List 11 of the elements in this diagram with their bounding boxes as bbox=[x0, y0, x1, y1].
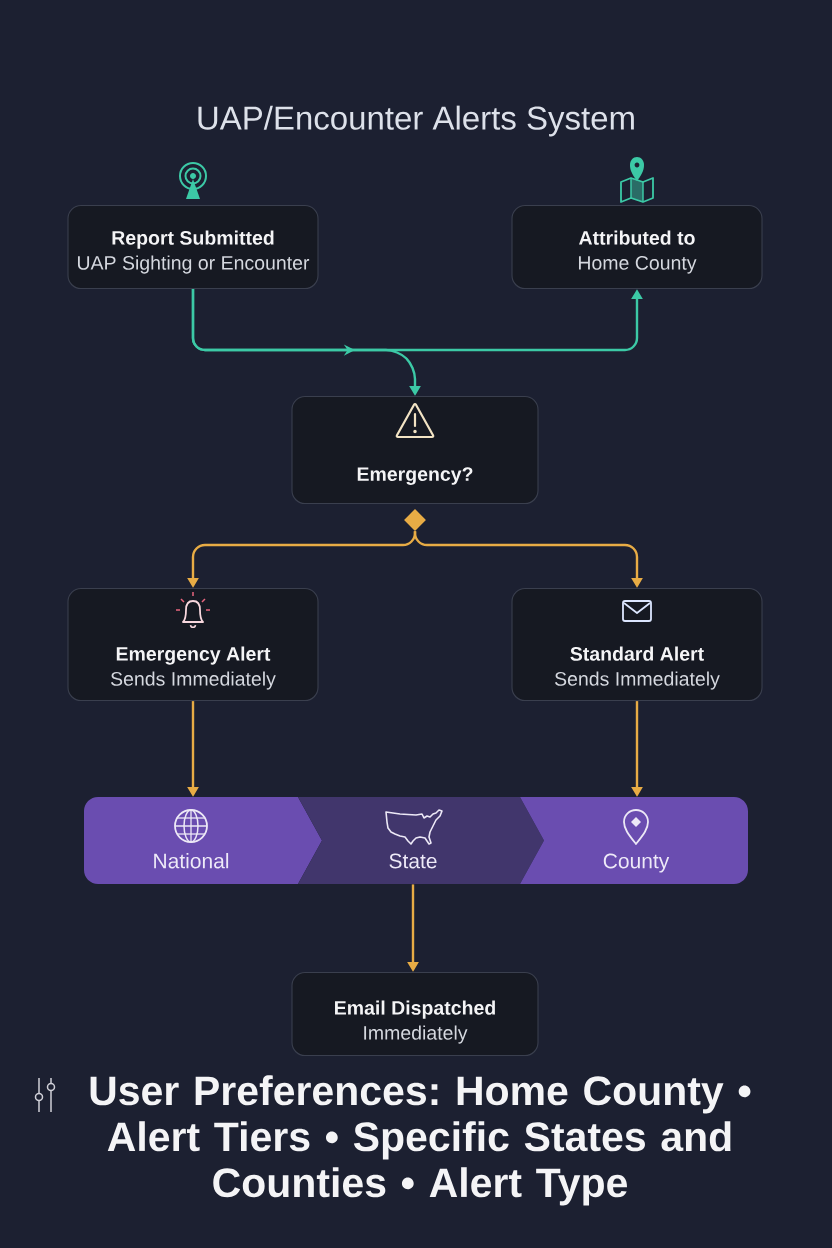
process-box: Report Submitted UAP Sighting or Encounter bbox=[67, 205, 319, 290]
caption: User Preferences: Home County • Alert Tiers • Specific States and Counties • Alert Type bbox=[90, 1075, 751, 1206]
tier-segment: National bbox=[84, 797, 322, 884]
decision-diamond bbox=[404, 509, 426, 531]
decision-box: Emergency? bbox=[291, 396, 539, 505]
tier-segment: County bbox=[520, 797, 748, 884]
process-box: Emergency Alert Sends Immediately bbox=[67, 588, 319, 702]
title: UAP/Encounter Alerts System bbox=[198, 105, 634, 137]
process-box: Email Dispatched Immediately bbox=[291, 972, 539, 1057]
process-box: Standard Alert Sends Immediately bbox=[511, 588, 763, 702]
process-box: Attributed to Home County bbox=[511, 205, 763, 290]
